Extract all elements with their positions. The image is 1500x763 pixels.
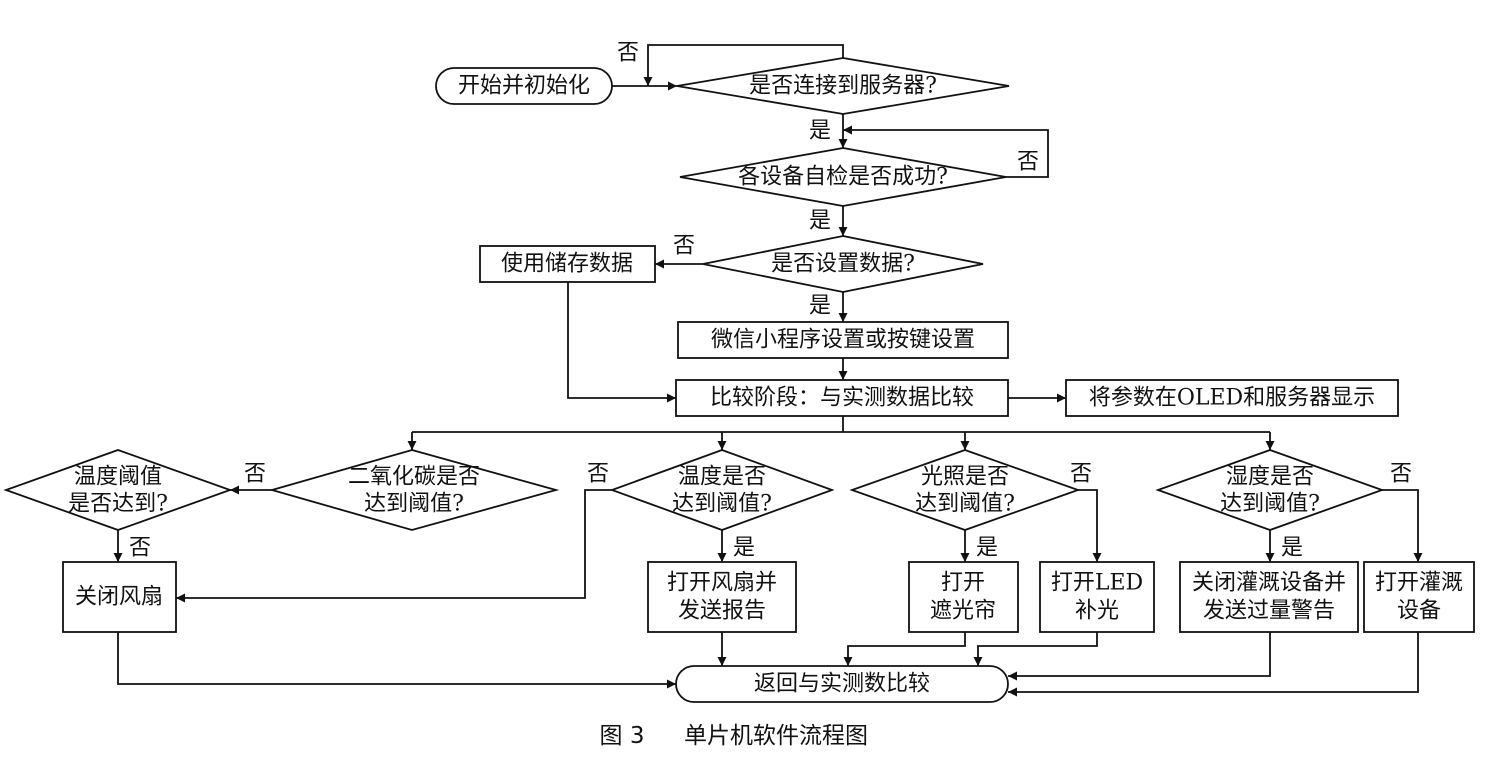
process-fanon-line1: 打开风扇并	[667, 571, 777, 596]
process-irrigoff: 关闭灌溉设备并 发送过量警告	[1179, 561, 1359, 633]
decision-light-line1: 光照是否	[921, 465, 1009, 490]
decision-co2-line1: 二氧化碳是否	[348, 465, 480, 490]
decision-tempth: 温度阈值 是否达到?	[3, 449, 233, 531]
decision-humid: 湿度是否 达到阈值?	[1155, 449, 1385, 531]
process-fanon: 打开风扇并 发送报告	[647, 561, 797, 633]
node-start: 开始并初始化	[435, 67, 613, 105]
process-wechat: 微信小程序设置或按键设置	[677, 321, 1009, 359]
decision-co2-line2: 达到阈值?	[364, 492, 464, 517]
node-return-label: 返回与实测数比较	[754, 672, 930, 697]
process-shade: 打开 遮光帘	[908, 561, 1019, 633]
decision-connect-label: 是否连接到服务器?	[749, 74, 937, 99]
process-irrigon-line1: 打开灌溉	[1375, 571, 1463, 596]
process-led-line1: 打开LED	[1051, 571, 1143, 596]
process-led-line2: 补光	[1075, 599, 1119, 624]
label-connect-no: 否	[617, 41, 639, 66]
process-stored: 使用储存数据	[479, 245, 656, 283]
process-fanon-line2: 发送报告	[678, 599, 766, 624]
figure-caption: 图 3 单片机软件流程图	[600, 723, 868, 749]
decision-temp: 温度是否 达到阈值?	[609, 449, 835, 531]
label-selfcheck-yes: 是	[809, 209, 831, 234]
process-led: 打开LED 补光	[1039, 561, 1155, 633]
label-tempth-no: 否	[129, 536, 151, 561]
decision-setdata-label: 是否设置数据?	[771, 252, 915, 277]
process-shade-line1: 打开	[941, 571, 985, 596]
process-irrigon-line2: 设备	[1397, 599, 1441, 624]
decision-light: 光照是否 达到阈值?	[849, 449, 1081, 531]
label-setdata-yes: 是	[809, 294, 831, 319]
process-compare-label: 比较阶段：与实测数据比较	[710, 386, 974, 411]
decision-humid-line1: 湿度是否	[1226, 465, 1314, 490]
decision-connect: 是否连接到服务器?	[676, 57, 1010, 115]
decision-light-line2: 达到阈值?	[915, 492, 1015, 517]
process-stored-label: 使用储存数据	[501, 252, 633, 277]
decision-humid-line2: 达到阈值?	[1220, 492, 1320, 517]
process-display-label: 将参数在OLED和服务器显示	[1089, 386, 1375, 411]
label-humid-yes: 是	[1281, 536, 1303, 561]
label-light-no: 否	[1070, 462, 1092, 487]
node-start-label: 开始并初始化	[458, 74, 590, 99]
label-selfcheck-no: 否	[1017, 150, 1039, 175]
label-co2-no: 否	[244, 462, 266, 487]
process-irrigoff-line1: 关闭灌溉设备并	[1192, 571, 1346, 596]
decision-setdata: 是否设置数据?	[702, 235, 984, 293]
label-temp-yes: 是	[733, 536, 755, 561]
decision-temp-line2: 达到阈值?	[672, 492, 772, 517]
decision-selfcheck-label: 各设备自检是否成功?	[738, 165, 948, 190]
decision-temp-line1: 温度是否	[678, 465, 766, 490]
caption-title: 单片机软件流程图	[684, 723, 868, 749]
label-temp-no: 否	[587, 462, 609, 487]
decision-selfcheck: 各设备自检是否成功?	[679, 147, 1007, 207]
process-irrigoff-line2: 发送过量警告	[1203, 599, 1335, 624]
node-return: 返回与实测数比较	[675, 665, 1009, 703]
caption-figure-number: 图 3	[600, 723, 645, 749]
connectors	[113, 44, 1423, 697]
process-irrigon: 打开灌溉 设备	[1363, 561, 1475, 633]
process-compare: 比较阶段：与实测数据比较	[675, 379, 1009, 417]
process-display: 将参数在OLED和服务器显示	[1065, 379, 1399, 417]
label-humid-no: 否	[1390, 462, 1412, 487]
edge-labels: 否 是 否 是 否 是 否 否 否 是 否 是 否 是	[129, 41, 1412, 561]
process-fanoff-label: 关闭风扇	[75, 585, 163, 610]
process-fanoff: 关闭风扇	[62, 561, 177, 633]
process-wechat-label: 微信小程序设置或按键设置	[711, 328, 975, 353]
decision-co2: 二氧化碳是否 达到阈值?	[268, 449, 560, 531]
label-connect-yes: 是	[809, 119, 831, 144]
label-light-yes: 是	[976, 536, 998, 561]
decision-tempth-line2: 是否达到?	[68, 492, 168, 517]
process-shade-line2: 遮光帘	[930, 599, 996, 624]
label-setdata-no: 否	[673, 234, 695, 259]
decision-tempth-line1: 温度阈值	[74, 465, 162, 490]
